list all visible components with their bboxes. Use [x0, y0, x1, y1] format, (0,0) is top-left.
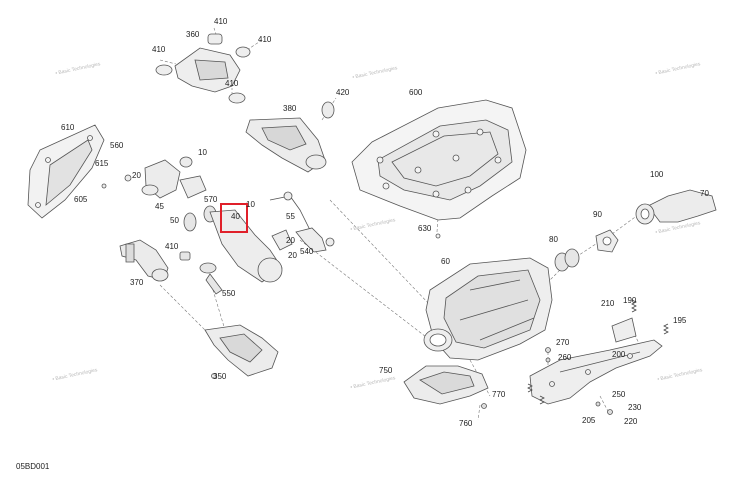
part-label[interactable]: 220 — [624, 417, 638, 426]
part-label[interactable]: 350 — [213, 372, 227, 381]
clamp-80 — [554, 248, 580, 272]
part-label[interactable]: 410 — [225, 79, 239, 88]
part-label[interactable]: 250 — [612, 390, 626, 399]
part-label[interactable]: 600 — [409, 88, 423, 97]
part-label[interactable]: 260 — [558, 353, 572, 362]
cover-plate-600 — [351, 99, 527, 239]
part-label[interactable]: 550 — [222, 289, 236, 298]
part-label[interactable]: 410 — [152, 45, 166, 54]
highlight-box — [220, 203, 248, 233]
clamps-50 — [179, 205, 223, 295]
part-label[interactable]: 90 — [593, 210, 602, 219]
heat-shield-350 — [204, 324, 279, 379]
part-label[interactable]: 410 — [165, 242, 179, 251]
part-label[interactable]: 200 — [612, 350, 626, 359]
part-label[interactable]: 205 — [582, 416, 596, 425]
part-label[interactable]: 190 — [623, 296, 637, 305]
part-label[interactable]: 230 — [628, 403, 642, 412]
springs — [527, 299, 669, 405]
parts-cluster-560 — [101, 156, 207, 199]
pipe-380 — [245, 101, 335, 173]
part-label[interactable]: 420 — [336, 88, 350, 97]
part-label[interactable]: 10 — [246, 200, 255, 209]
part-label[interactable]: 20 — [286, 236, 295, 245]
pipe-40 — [209, 191, 335, 283]
part-label[interactable]: 410 — [258, 35, 272, 44]
part-label[interactable]: 560 — [110, 141, 124, 150]
part-label[interactable]: 360 — [186, 30, 200, 39]
part-label[interactable]: 540 — [300, 247, 314, 256]
part-label[interactable]: 55 — [286, 212, 295, 221]
part-label[interactable]: 45 — [155, 202, 164, 211]
part-label[interactable]: 195 — [673, 316, 687, 325]
part-label[interactable]: 770 — [492, 390, 506, 399]
part-label[interactable]: 50 — [170, 216, 179, 225]
part-label[interactable]: 570 — [204, 195, 218, 204]
part-label[interactable]: 210 — [601, 299, 615, 308]
heat-shield-750 — [403, 365, 489, 405]
pipe-370 — [119, 239, 169, 282]
manifold-360 — [155, 33, 251, 104]
part-label[interactable]: 605 — [74, 195, 88, 204]
part-label[interactable]: 10 — [198, 148, 207, 157]
tail-pipe-70 — [635, 189, 717, 225]
part-label[interactable]: 20 — [288, 251, 297, 260]
part-label[interactable]: 630 — [418, 224, 432, 233]
part-label[interactable]: 380 — [283, 104, 297, 113]
part-label[interactable]: 610 — [61, 123, 75, 132]
muffler-60 — [423, 257, 553, 361]
fasteners — [481, 347, 613, 415]
part-label[interactable]: 410 — [214, 17, 228, 26]
part-label[interactable]: 370 — [130, 278, 144, 287]
part-label[interactable]: 615 — [95, 159, 109, 168]
heat-shield-610 — [27, 124, 105, 219]
part-label[interactable]: 80 — [549, 235, 558, 244]
part-label[interactable]: 750 — [379, 366, 393, 375]
part-label[interactable]: 70 — [700, 189, 709, 198]
part-label[interactable]: 760 — [459, 419, 473, 428]
bracket-200 — [529, 317, 663, 405]
part-label[interactable]: 60 — [441, 257, 450, 266]
part-label[interactable]: 270 — [556, 338, 570, 347]
gasket-90 — [595, 229, 619, 253]
part-label[interactable]: 20 — [132, 171, 141, 180]
diagram-code: 05BD001 — [16, 462, 50, 471]
part-label[interactable]: 40 — [231, 212, 240, 221]
part-label[interactable]: 100 — [650, 170, 664, 179]
